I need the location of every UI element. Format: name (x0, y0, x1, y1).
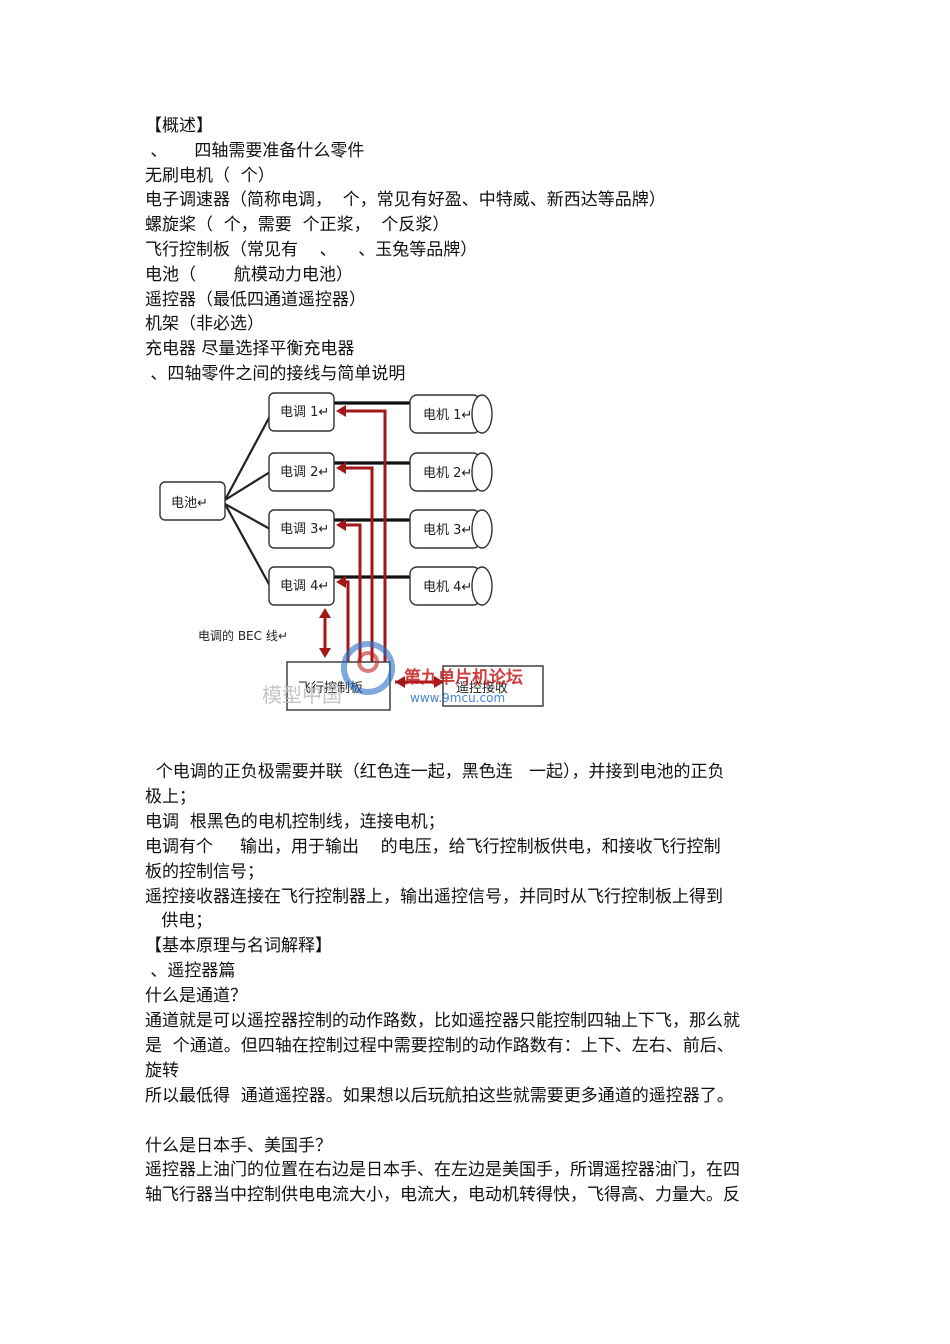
motor-box-3: 电机 3↵ (409, 509, 493, 549)
esc-label-3: 电调 3↵ (280, 522, 329, 537)
text-line: 、 四轴需要准备什么零件 (145, 140, 365, 161)
text-line: 什么是日本手、美国手？ (145, 1135, 332, 1156)
text-line: 板的控制信号； (145, 861, 264, 882)
text-line: 供电； (145, 911, 213, 932)
text-line: 遥控器（最低四通道遥控器） (145, 289, 366, 310)
esc-label-1: 电调 1↵ (280, 405, 329, 420)
text-line: 电调 根黑色的电机控制线，连接电机； (145, 811, 445, 832)
text-line: 、四轴零件之间的接线与简单说明 (145, 364, 406, 384)
esc-label-4: 电调 4↵ (280, 579, 329, 594)
motor-box-1: 电机 1↵ (409, 394, 493, 434)
flight-controller-label: 飞行控制板 (298, 681, 363, 696)
motor-label-3: 电机 3↵ (423, 523, 472, 538)
text-line: 飞行控制板（常见有 、 、玉兔等品牌） (145, 240, 478, 260)
motor-box-2: 电机 2↵ (409, 452, 493, 492)
battery-box: 电池↵ (159, 481, 226, 521)
battery-label: 电池↵ (171, 496, 208, 511)
esc-box-3: 电调 3↵ (268, 509, 335, 549)
text-line: 无刷电机（ 个） (145, 165, 275, 186)
text-line: 电调有个 输出，用于输出 的电压，给飞行控制板供电，和接收飞行控制 (145, 836, 721, 857)
flight-controller-box: 飞行控制板 (286, 661, 391, 711)
motor-label-2: 电机 2↵ (423, 466, 472, 481)
motor-wires (334, 401, 412, 579)
text-line: 、遥控器篇 (145, 961, 236, 982)
text-line: 个电调的正负极需要并联（红色连一起，黑色连 一起），并接到电池的正负 (145, 762, 725, 782)
esc-label-2: 电调 2↵ (280, 465, 329, 480)
text-line: 电子调速器（简称电调， 个，常见有好盈、中特威、新西达等品牌） (145, 190, 666, 211)
bec-label: 电调的 BEC 线↵ (198, 628, 288, 643)
text-line: 遥控器上油门的位置在右边是日本手、在左边是美国手，所谓遥控器油门，在四 (145, 1160, 740, 1181)
text-line: 轴飞行器当中控制供电电流大小，电流大，电动机转得快，飞得高、力量大。反 (145, 1185, 740, 1206)
text-line: 电池（ 航模动力电池） (145, 264, 353, 285)
receiver-label: 遥控接收 (456, 680, 508, 696)
motor-box-4: 电机 4↵ (409, 566, 493, 606)
text-line: 螺旋桨（ 个，需要 个正浆， 个反浆） (145, 215, 450, 236)
watermark-red-text: 第九单片机论坛 (404, 667, 523, 688)
esc-box-1: 电调 1↵ (268, 392, 335, 432)
motor-label-1: 电机 1↵ (423, 408, 472, 423)
text-line: 旋转 (145, 1060, 179, 1081)
text-line: 所以最低得 通道遥控器。如果想以后玩航拍这些就需要更多通道的遥控器了。 (145, 1085, 734, 1106)
battery-wires (224, 415, 271, 587)
text-line: 通道就是可以遥控器控制的动作路数，比如遥控器只能控制四轴上下飞，那么就 (145, 1011, 740, 1031)
watermark-gray-text: 模型中国 (262, 683, 342, 707)
text-line: 机架（非必选） (145, 314, 264, 335)
text-line: 什么是通道？ (145, 986, 247, 1007)
watermark: 模型中国 第九单片机论坛 www.9mcu.com (262, 641, 523, 707)
signal-arrowheads (319, 405, 444, 688)
text-line: 充电器 尽量选择平衡充电器 (145, 339, 355, 360)
watermark-logo-icon (341, 641, 395, 695)
text-line: 是 个通道。但四轴在控制过程中需要控制的动作路数有：上下、左右、前后、 (145, 1035, 734, 1056)
esc-box-4: 电调 4↵ (268, 566, 335, 606)
text-line: 【基本原理与名词解释】 (145, 936, 332, 957)
receiver-box: 遥控接收 (442, 665, 544, 707)
watermark-url: www.9mcu.com (410, 691, 505, 705)
wiring-diagram: 电池↵ 电调 1↵ 电调 2↵ 电调 3↵ 电调 4↵ 电机 1↵ 电机 (159, 392, 544, 711)
text-line: 【概述】 (145, 116, 213, 136)
text-line: 遥控接收器连接在飞行控制器上，输出遥控信号，并同时从飞行控制板上得到 (145, 886, 723, 907)
esc-box-2: 电调 2↵ (268, 452, 335, 492)
motor-label-4: 电机 4↵ (423, 580, 472, 595)
text-line: 极上； (145, 786, 196, 807)
